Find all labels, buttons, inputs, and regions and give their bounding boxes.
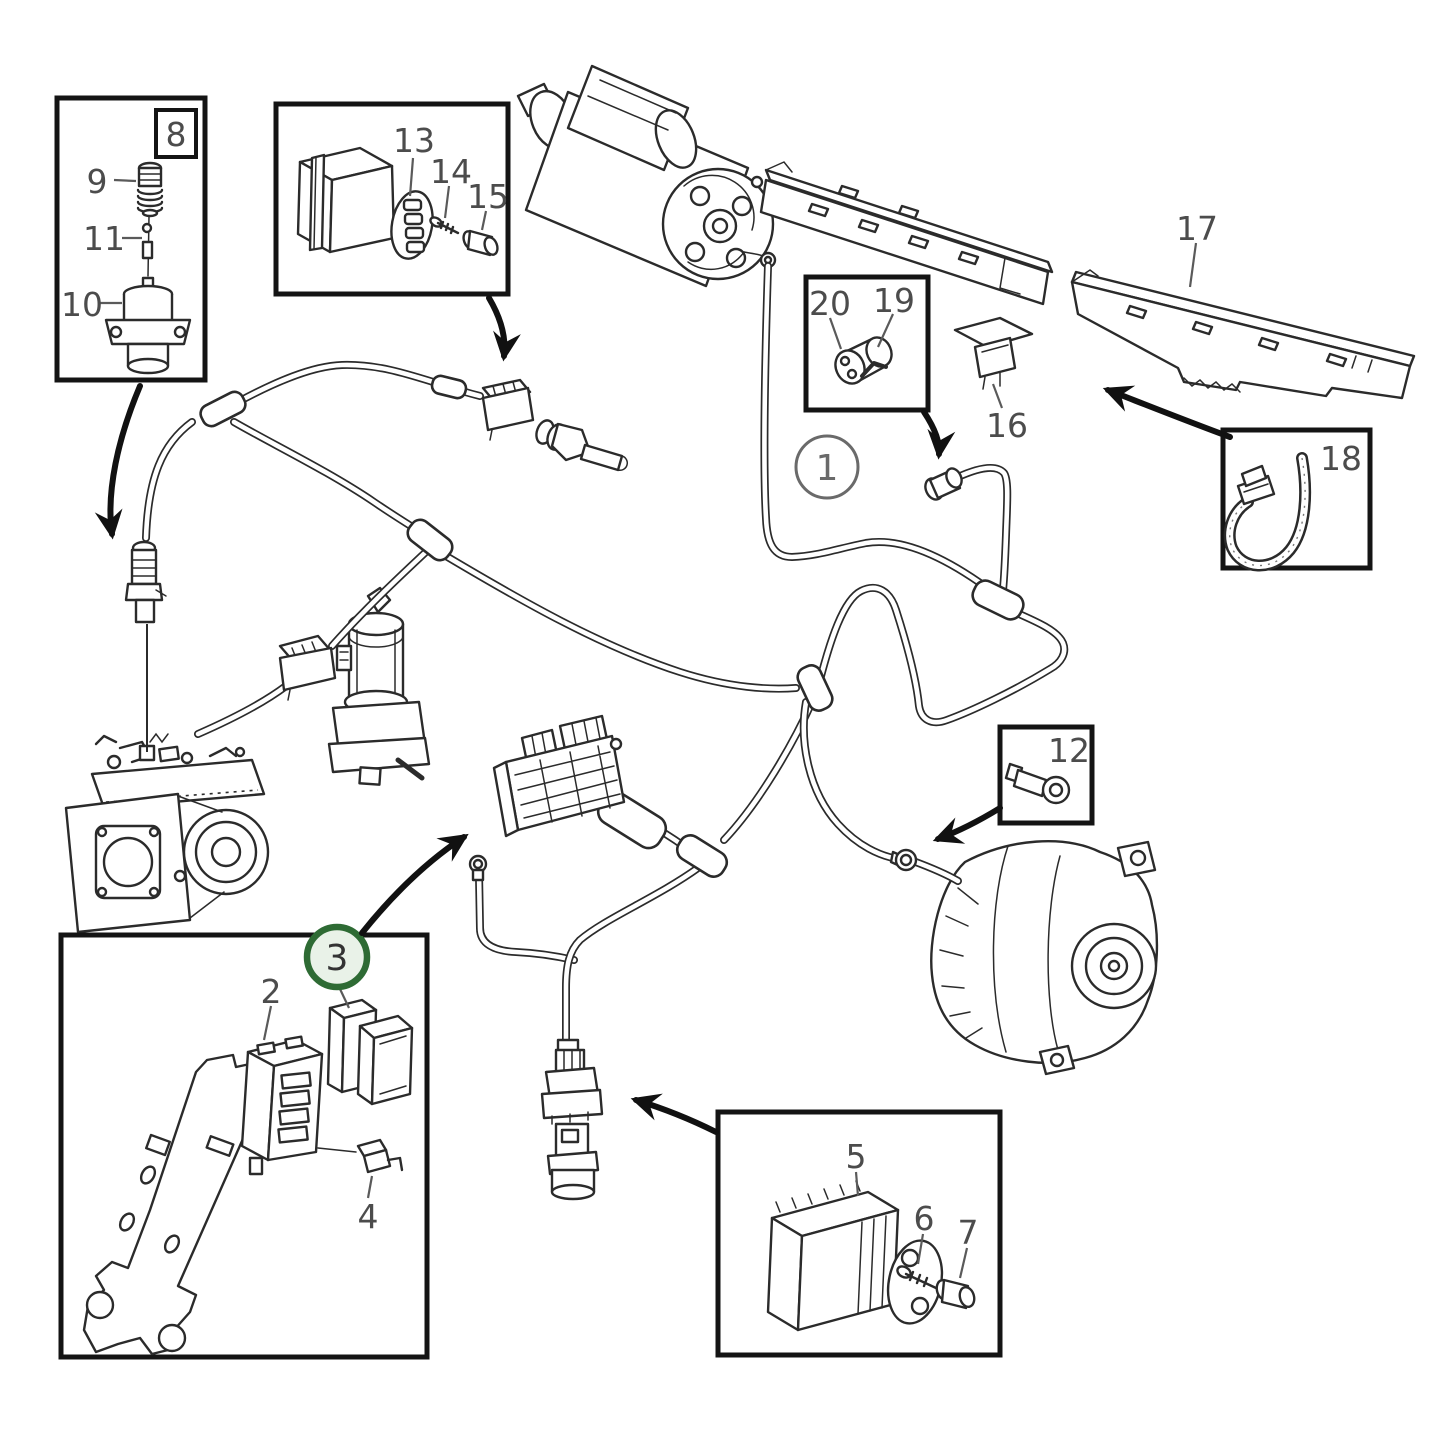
part-10-solenoid-valve <box>104 276 192 375</box>
arrow-box18-to-bracket <box>1102 385 1233 440</box>
leader-17 <box>1188 242 1198 288</box>
arrow-circle3-to-ecu-connector <box>359 833 469 936</box>
arrow-box8-to-sensor <box>94 383 143 540</box>
label-part-6: 6 <box>914 1199 935 1238</box>
label-part-7: 7 <box>958 1213 979 1252</box>
label-part-19: 19 <box>873 281 915 320</box>
part-9-sender <box>136 161 164 218</box>
part-20-capacitor <box>834 336 893 385</box>
leader-16 <box>991 383 1004 409</box>
label-part-3: 3 <box>326 938 349 979</box>
part-2-control-module <box>240 1035 324 1176</box>
reference-circle-1: 1 <box>794 434 860 500</box>
label-part-13: 13 <box>393 121 435 160</box>
callout-box-18: 18 <box>1220 427 1373 568</box>
label-part-15: 15 <box>467 177 509 216</box>
oxygen-style-sensor <box>124 540 167 624</box>
coolant-connector <box>481 378 535 441</box>
glow-plug-connector <box>924 467 963 501</box>
callout-box-13-14-15: 13 14 15 <box>273 101 511 297</box>
part-13-connector-plate <box>390 190 434 260</box>
label-part-8: 8 <box>166 115 187 154</box>
label-part-2: 2 <box>261 972 282 1011</box>
callout-box-12: 12 <box>997 724 1095 826</box>
lower-connector-socket <box>546 1122 600 1201</box>
cable-bracket-17-lower <box>1070 269 1416 400</box>
part-3-module-cover <box>326 998 414 1106</box>
part-7-cap <box>935 1278 976 1310</box>
cable-bracket-17-upper <box>759 161 1054 306</box>
injection-pump <box>64 732 270 934</box>
label-part-14: 14 <box>430 152 472 191</box>
part-19-terminal-pin <box>860 361 888 378</box>
label-part-17: 17 <box>1176 209 1218 248</box>
connector-16 <box>953 316 1034 390</box>
part-6-screw <box>896 1265 938 1290</box>
alternator <box>930 840 1159 1076</box>
part-15-plug <box>462 229 499 257</box>
label-part-16: 16 <box>986 406 1028 445</box>
arrow-box13-to-connector <box>486 295 521 362</box>
temperature-sensor <box>535 419 628 472</box>
part-relay-unit <box>296 146 396 254</box>
label-part-1: 1 <box>816 448 839 489</box>
part-14-screw <box>429 216 460 235</box>
arrow-box19-to-connector <box>921 409 956 460</box>
arrow-box12-to-terminal <box>932 805 1003 844</box>
label-part-11: 11 <box>83 219 125 258</box>
label-part-4: 4 <box>358 1197 379 1236</box>
solenoid-connector <box>278 634 337 701</box>
label-part-20: 20 <box>809 284 851 323</box>
callout-box-5-6-7: 5 6 7 <box>715 1109 1003 1358</box>
stop-solenoid <box>327 586 431 786</box>
mounting-bracket <box>82 1053 278 1356</box>
part-12-ring-terminal <box>1004 762 1071 805</box>
lower-connector-plug <box>540 1038 604 1125</box>
part-18-cable-clip <box>1230 458 1305 566</box>
ecu-connector <box>492 714 626 838</box>
label-part-10: 10 <box>61 285 103 324</box>
ring-terminal-alternator <box>889 848 918 872</box>
part-11-pin <box>141 222 154 260</box>
wiring-harness <box>146 266 1064 1044</box>
callout-box-19-20: 20 19 <box>803 274 931 413</box>
callout-box-2-3-4: 2 4 <box>58 932 430 1360</box>
label-part-18: 18 <box>1320 439 1362 478</box>
starter-motor <box>516 64 777 288</box>
part-4-clip <box>317 1138 404 1174</box>
highlight-circle-3: 3 <box>303 923 371 991</box>
callout-box-8: 8 9 11 10 <box>54 95 208 383</box>
ring-terminal-small <box>468 854 488 882</box>
label-part-5: 5 <box>846 1137 867 1176</box>
label-part-9: 9 <box>87 162 108 201</box>
label-part-12: 12 <box>1048 731 1090 770</box>
arrow-box5-to-connector <box>630 1093 719 1135</box>
